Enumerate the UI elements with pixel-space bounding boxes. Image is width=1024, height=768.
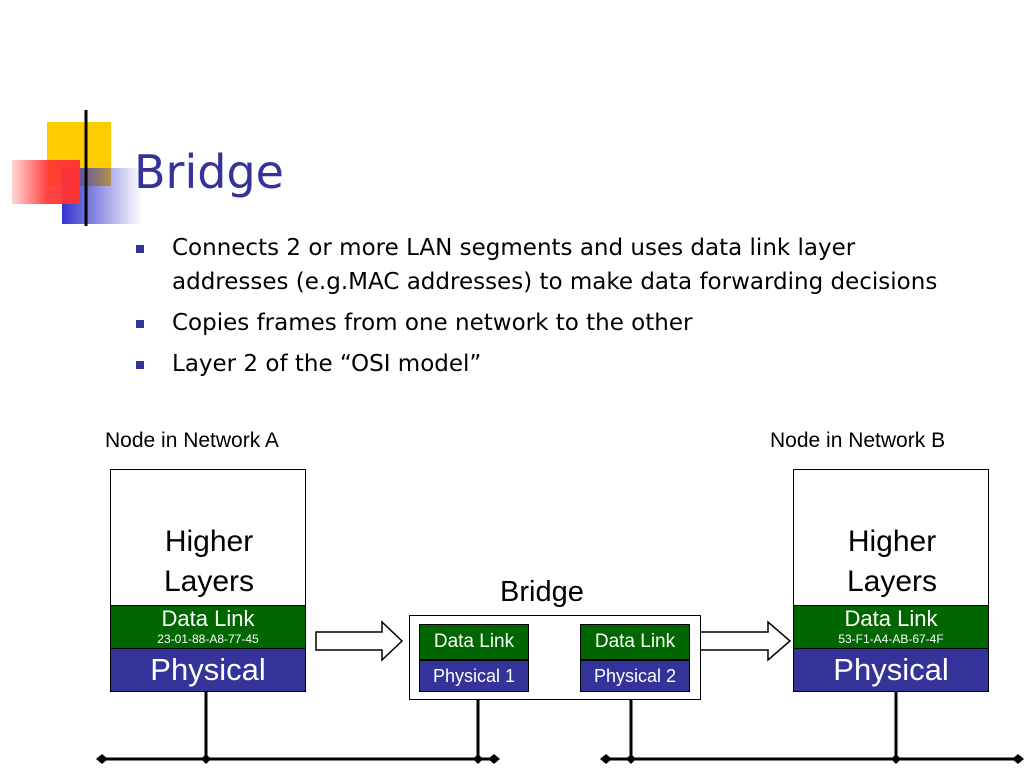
bridge-port1-junction-icon [473, 754, 483, 764]
bullet-text: Copies frames from one network to the ot… [172, 310, 693, 336]
bridge-device: Data Link Physical 1 Data Link Physical … [409, 615, 701, 700]
bullet-item: Layer 2 of the “OSI model” [133, 347, 953, 381]
bullet-square-icon [136, 245, 144, 253]
higher-layers-line1: Higher [847, 525, 937, 558]
bullet-list: Connects 2 or more LAN segments and uses… [133, 231, 953, 388]
node-a-junction-icon [201, 754, 211, 764]
bullet-square-icon [136, 320, 144, 328]
arrow-a-to-bridge-icon [315, 620, 404, 662]
bridge-label: Bridge [500, 576, 584, 608]
arrow-bridge-to-b-icon [699, 620, 792, 662]
higher-layers-line2: Layers [163, 565, 255, 598]
deco-red-block [12, 160, 80, 204]
node-b-junction-icon [891, 754, 901, 764]
bridge-port1-physical: Physical 1 [419, 660, 529, 692]
slide-decoration [12, 110, 970, 226]
node-a-physical-layer: Physical [110, 648, 306, 692]
mac-address: 23-01-88-A8-77-45 [157, 632, 259, 646]
lan-a-right-end-icon [488, 754, 500, 764]
bullet-text: Connects 2 or more LAN segments and uses… [172, 235, 938, 295]
node-b-caption: Node in Network B [770, 429, 946, 452]
node-a-higher-layers: Higher Layers [110, 469, 306, 607]
lan-b-right-end-icon [1012, 754, 1024, 764]
bullet-item: Connects 2 or more LAN segments and uses… [133, 231, 953, 299]
node-b-physical-layer: Physical [793, 648, 989, 692]
mac-address: 53-F1-A4-AB-67-4F [838, 632, 944, 646]
slide-title: Bridge [134, 145, 284, 199]
lan-b-left-end-icon [600, 754, 612, 764]
higher-layers-line2: Layers [846, 565, 938, 598]
bridge-port2-physical: Physical 2 [580, 660, 690, 692]
lan-a-left-end-icon [96, 754, 108, 764]
bullet-square-icon [136, 361, 144, 369]
bridge-port2-data-link: Data Link [580, 624, 690, 660]
bridge-port1-data-link: Data Link [419, 624, 529, 660]
node-a-caption: Node in Network A [105, 429, 279, 452]
data-link-label: Data Link [161, 606, 255, 631]
node-b-higher-layers: Higher Layers [793, 469, 989, 607]
higher-layers-line1: Higher [164, 525, 254, 558]
data-link-label: Data Link [844, 606, 938, 631]
bridge-port2-junction-icon [626, 754, 636, 764]
bullet-item: Copies frames from one network to the ot… [133, 306, 953, 340]
bullet-text: Layer 2 of the “OSI model” [172, 351, 482, 377]
node-a-data-link-layer: Data Link 23-01-88-A8-77-45 [110, 605, 306, 649]
node-b-data-link-layer: Data Link 53-F1-A4-AB-67-4F [793, 605, 989, 649]
